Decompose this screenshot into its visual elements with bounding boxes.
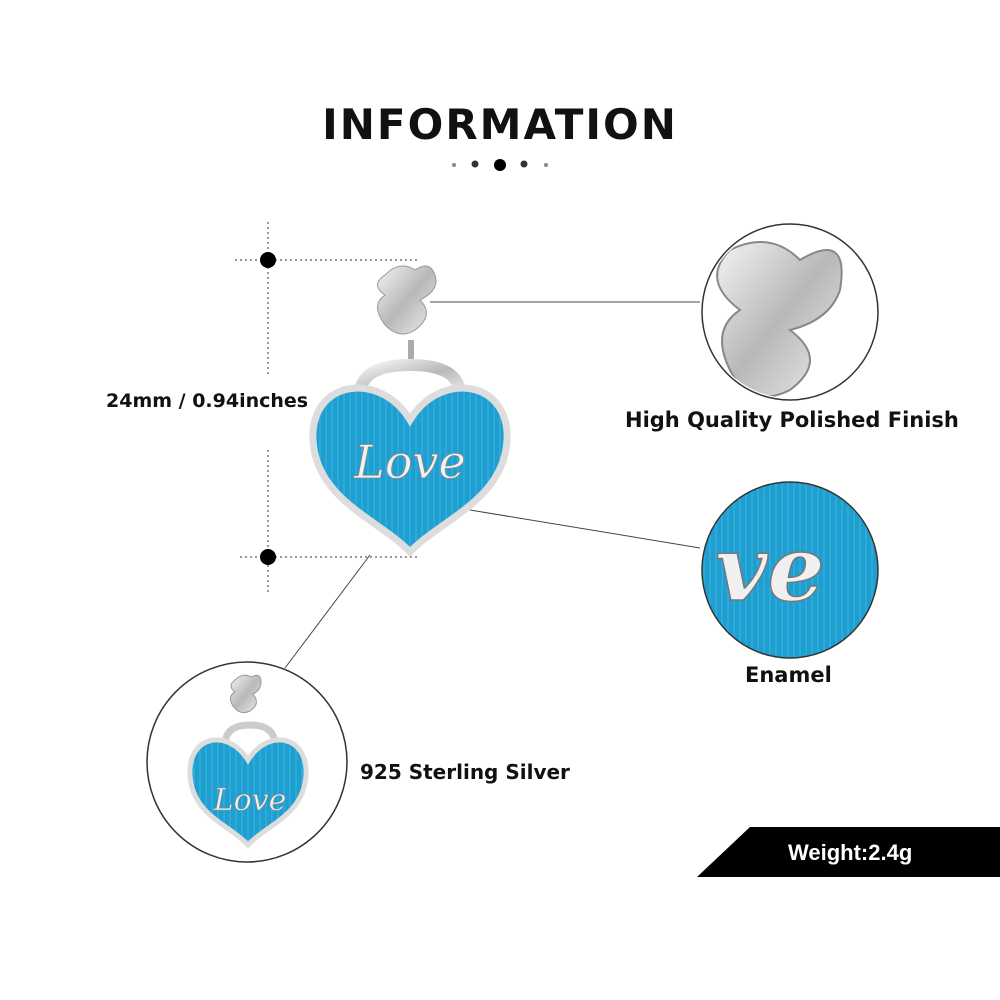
feature-polished-label: High Quality Polished Finish (625, 408, 959, 432)
detail-circle-polished (701, 223, 879, 401)
bottom-marker-dot (260, 549, 276, 565)
page-title: INFORMATION (322, 100, 678, 149)
feature-material-label: 925 Sterling Silver (360, 760, 570, 784)
feature-enamel-label: Enamel (745, 663, 832, 687)
dimension-label: 24mm / 0.94inches (106, 390, 309, 412)
top-marker-dot (260, 252, 276, 268)
weight-label: Weight:2.4g (788, 840, 913, 865)
detail-circle-silver: Love (146, 661, 348, 863)
title-dots (452, 159, 548, 171)
leader-lines (284, 301, 701, 669)
detail-circle-enamel: ve (701, 481, 879, 659)
svg-text:Love: Love (213, 783, 287, 818)
pendant-main: Love (309, 265, 511, 558)
weight-banner (697, 827, 1000, 877)
svg-text:ve: ve (715, 516, 825, 622)
pendant-love-text: Love (353, 435, 465, 489)
